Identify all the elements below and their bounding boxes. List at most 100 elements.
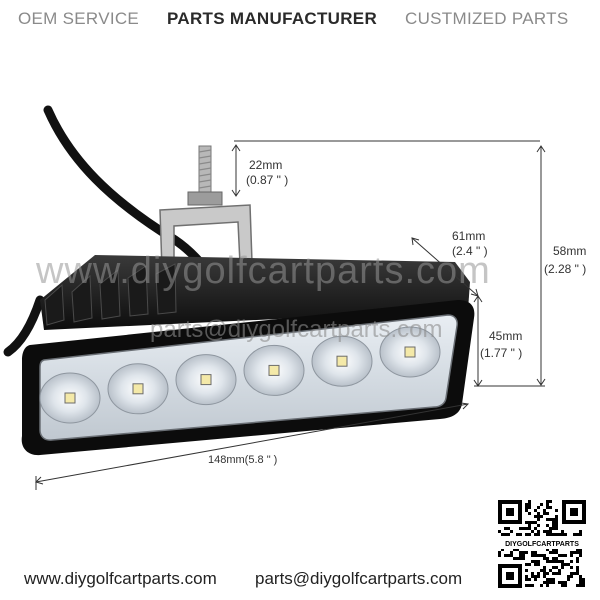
qr-module (555, 527, 558, 530)
qr-module (549, 581, 552, 584)
qr-module (576, 566, 579, 569)
qr-module (525, 569, 528, 572)
qr-module (558, 554, 561, 557)
qr-module (546, 581, 549, 584)
qr-module (546, 560, 549, 563)
qr-module (573, 551, 576, 554)
qr-module (552, 566, 555, 569)
qr-module (555, 521, 558, 524)
qr-module (570, 560, 573, 563)
qr-module (564, 563, 567, 566)
qr-module (558, 560, 561, 563)
qr-module (534, 554, 537, 557)
qr-module (546, 572, 549, 575)
qr-module (537, 575, 540, 578)
qr-module (555, 518, 558, 521)
qr-module (576, 557, 579, 560)
qr-module (540, 569, 543, 572)
qr-module (522, 551, 525, 554)
qr-module (567, 578, 570, 581)
qr-module (534, 521, 537, 524)
qr-module (525, 521, 528, 524)
qr-module (546, 512, 549, 515)
qr-module (561, 554, 564, 557)
qr-module (561, 530, 564, 533)
qr-module (546, 524, 549, 527)
qr-module (567, 563, 570, 566)
qr-module (579, 575, 582, 578)
qr-module (525, 551, 528, 554)
qr-module (519, 557, 522, 560)
qr-module (522, 557, 525, 560)
qr-module (501, 533, 504, 536)
footer-website[interactable]: www.diygolfcartparts.com (24, 569, 217, 588)
qr-module (570, 575, 573, 578)
qr-module (528, 584, 531, 587)
qr-module (516, 533, 519, 536)
qr-module (543, 572, 546, 575)
qr-module (531, 554, 534, 557)
qr-module (504, 554, 507, 557)
header-customized-parts: CUSTMIZED PARTS (405, 9, 569, 28)
qr-module (570, 551, 573, 554)
qr-module (498, 530, 501, 533)
qr-module (552, 521, 555, 524)
mount-nut (187, 191, 223, 206)
qr-module (552, 572, 555, 575)
qr-module (561, 584, 564, 587)
qr-module (534, 515, 537, 518)
qr-module (510, 530, 513, 533)
qr-module (543, 557, 546, 560)
qr-module (564, 584, 567, 587)
qr-module (579, 533, 582, 536)
depth-in: (2.4 " ) (452, 244, 488, 258)
qr-module (576, 560, 579, 563)
qr-module (555, 572, 558, 575)
qr-module (537, 524, 540, 527)
qr-module (549, 578, 552, 581)
qr-module (528, 578, 531, 581)
qr-module (528, 563, 531, 566)
qr-module (564, 533, 567, 536)
qr-module (525, 506, 528, 509)
face-height-in: (1.77 " ) (480, 346, 523, 360)
qr-module (534, 533, 537, 536)
footer-email[interactable]: parts@diygolfcartparts.com (255, 569, 463, 588)
qr-module (546, 506, 549, 509)
qr-module (555, 533, 558, 536)
qr-module (558, 572, 561, 575)
power-cable (43, 105, 210, 273)
qr-module (543, 509, 546, 512)
watermark-email: parts@diygolfcartparts.com (150, 316, 443, 343)
qr-module (546, 530, 549, 533)
total-height-in: (2.28 " ) (544, 262, 587, 276)
qr-module (540, 584, 543, 587)
qr-module (567, 575, 570, 578)
header-parts-manufacturer: PARTS MANUFACTURER (167, 9, 378, 28)
qr-module (555, 515, 558, 518)
qr-module (507, 527, 510, 530)
power-cable-lower (3, 295, 45, 357)
qr-module (546, 518, 549, 521)
qr-module (552, 578, 555, 581)
qr-module (537, 506, 540, 509)
qr-module (546, 533, 549, 536)
qr-module (537, 515, 540, 518)
qr-module (510, 551, 513, 554)
qr-module (555, 551, 558, 554)
qr-module (525, 584, 528, 587)
qr-module (540, 554, 543, 557)
qr-module (552, 557, 555, 560)
qr-module (558, 569, 561, 572)
qr-module (516, 548, 519, 551)
qr-module (546, 584, 549, 587)
depth-mm: 61mm (452, 229, 486, 243)
qr-module (582, 584, 585, 587)
qr-module (534, 575, 537, 578)
qr-module (519, 527, 522, 530)
qr-module (543, 566, 546, 569)
qr-module (546, 500, 549, 503)
qr-module (549, 560, 552, 563)
qr-module (576, 548, 579, 551)
